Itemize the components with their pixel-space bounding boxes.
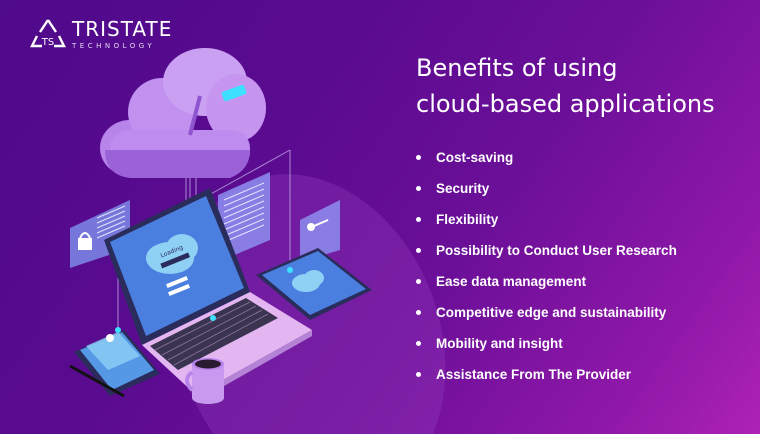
list-item: Possibility to Conduct User Research (416, 235, 677, 266)
key-icon (307, 223, 315, 231)
laptop-cloud-icon: Loading (146, 234, 198, 296)
bullet-icon (416, 372, 421, 377)
bullet-icon (416, 279, 421, 284)
bullet-icon (416, 248, 421, 253)
bullet-icon (416, 155, 421, 160)
svg-text:TS: TS (41, 37, 54, 48)
list-item: Assistance From The Provider (416, 359, 677, 390)
benefits-list: Cost-saving Security Flexibility Possibi… (416, 142, 677, 390)
title-line-2: cloud-based applications (416, 90, 715, 118)
cloud-icon (100, 48, 266, 178)
list-item: Cost-saving (416, 142, 677, 173)
page-title: Benefits of using cloud-based applicatio… (416, 50, 715, 122)
list-item: Ease data management (416, 266, 677, 297)
cloud-computing-illustration: Loading (69, 48, 372, 404)
pen-icon (69, 364, 125, 398)
tablet-icon (256, 248, 372, 320)
laptop-icon: Loading (104, 188, 312, 402)
list-item: Competitive edge and sustainability (416, 297, 677, 328)
tristate-logo-icon: TS (30, 19, 66, 48)
key-document-icon (300, 200, 340, 262)
bullet-icon (416, 310, 421, 315)
list-item: Mobility and insight (416, 328, 677, 359)
glow-dots-icon (115, 267, 293, 333)
lock-icon (79, 232, 91, 239)
brand-logo: TS TRISTATE TECHNOLOGY (30, 18, 172, 50)
list-item: Security (416, 173, 677, 204)
document-icon (218, 172, 270, 262)
phone-icon (74, 330, 160, 396)
title-line-1: Benefits of using (416, 54, 618, 82)
brand-name: TRISTATE (72, 17, 173, 41)
bullet-icon (416, 217, 421, 222)
bullet-icon (416, 186, 421, 191)
coffee-mug-icon (185, 358, 224, 404)
list-item: Flexibility (416, 204, 677, 235)
brand-tagline: TECHNOLOGY (72, 42, 156, 50)
bullet-icon (416, 341, 421, 346)
